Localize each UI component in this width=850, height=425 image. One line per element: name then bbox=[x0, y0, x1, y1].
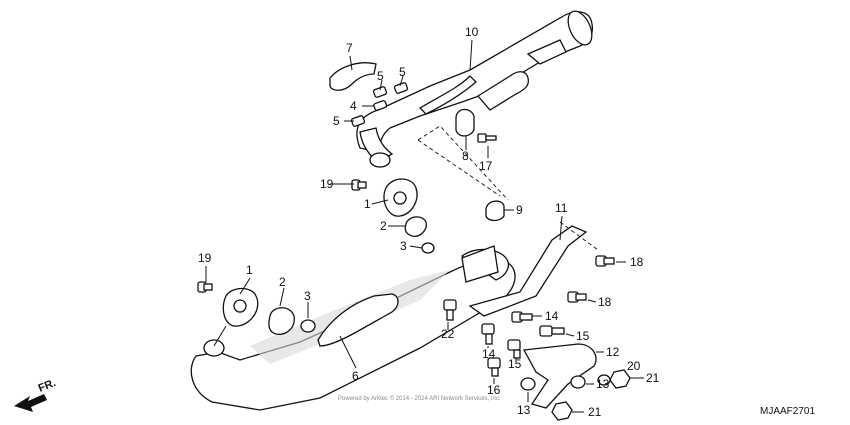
callout-15: 15 bbox=[508, 357, 522, 371]
callout-3: 3 bbox=[304, 289, 311, 303]
collar-13-bottom[interactable] bbox=[520, 377, 536, 391]
callout-1: 1 bbox=[364, 197, 371, 211]
front-label: FR. bbox=[37, 377, 58, 395]
leader-lines bbox=[205, 39, 644, 413]
callout-14: 14 bbox=[482, 347, 496, 361]
bolt-5-right[interactable] bbox=[393, 82, 409, 94]
callout-5: 5 bbox=[399, 65, 406, 79]
callout-21: 21 bbox=[646, 371, 660, 385]
callout-3: 3 bbox=[400, 239, 407, 253]
bolt-part-18-lower[interactable] bbox=[567, 291, 587, 303]
band-clamp-part-8[interactable] bbox=[455, 108, 475, 137]
bracket-hardware bbox=[443, 225, 631, 421]
callout-9: 9 bbox=[516, 203, 523, 217]
heat-shield-part-6[interactable] bbox=[317, 293, 399, 347]
gasket-part-9[interactable] bbox=[485, 200, 505, 222]
watermark-text: Powered by Arktec © 2014 - 2024 ARI Netw… bbox=[338, 395, 501, 402]
joint-flange-upper[interactable] bbox=[383, 178, 418, 217]
upper-heat-shield bbox=[418, 75, 477, 115]
front-arrow-icon bbox=[14, 394, 47, 412]
bracket-part-12[interactable] bbox=[522, 343, 597, 409]
diagram-code: MJAAF2701 bbox=[760, 406, 815, 417]
bolt-part-15-upper[interactable] bbox=[539, 325, 565, 337]
lower-muffler-body[interactable] bbox=[190, 258, 516, 411]
callout-20: 20 bbox=[627, 359, 641, 373]
callout-17: 17 bbox=[479, 159, 493, 173]
callout-19: 19 bbox=[320, 177, 334, 191]
gasket-lower[interactable] bbox=[268, 307, 295, 335]
callout-14: 14 bbox=[545, 309, 559, 323]
callout-12: 12 bbox=[606, 345, 620, 359]
bolt-part-14-upper[interactable] bbox=[511, 311, 533, 323]
callout-16: 16 bbox=[487, 383, 501, 397]
ring-lower[interactable] bbox=[300, 319, 316, 333]
callout-13: 13 bbox=[517, 403, 531, 417]
bolt-part-18-upper[interactable] bbox=[595, 255, 615, 267]
callout-19: 19 bbox=[198, 251, 212, 265]
lower-hanger bbox=[461, 245, 499, 283]
upper-pipe-end bbox=[369, 152, 391, 168]
callout-1: 1 bbox=[246, 263, 253, 277]
joint-flange-lower[interactable] bbox=[222, 287, 259, 327]
callout-8: 8 bbox=[462, 149, 469, 163]
bolt-part-17[interactable] bbox=[477, 133, 497, 143]
nut-21-right[interactable] bbox=[609, 369, 631, 389]
callout-numbers: 7 10 5 5 4 5 8 17 19 1 2 3 9 19 1 2 3 6 … bbox=[198, 25, 660, 419]
callout-7: 7 bbox=[346, 41, 353, 55]
ring-upper[interactable] bbox=[421, 242, 435, 254]
callout-4: 4 bbox=[350, 99, 357, 113]
callout-18: 18 bbox=[630, 255, 644, 269]
stud-bolt-upper[interactable] bbox=[351, 179, 367, 191]
upper-muffler-assembly bbox=[329, 10, 594, 254]
callout-2: 2 bbox=[279, 275, 286, 289]
bolt-5-left[interactable] bbox=[350, 115, 366, 127]
bolt-part-14-lower[interactable] bbox=[481, 323, 495, 345]
callout-2: 2 bbox=[380, 219, 387, 233]
front-direction-indicator: FR. bbox=[14, 377, 58, 412]
bolt-5-top[interactable] bbox=[372, 86, 388, 98]
gasket-upper[interactable] bbox=[404, 216, 427, 237]
upper-pipe-hook bbox=[477, 71, 530, 111]
callout-15: 15 bbox=[576, 329, 590, 343]
stud-bolt-lower[interactable] bbox=[197, 281, 213, 293]
callout-21: 21 bbox=[588, 405, 602, 419]
callout-6: 6 bbox=[352, 369, 359, 383]
heat-guard-part-7[interactable] bbox=[329, 62, 377, 91]
collar-13-right[interactable] bbox=[570, 375, 586, 389]
callout-10: 10 bbox=[465, 25, 479, 39]
callout-5: 5 bbox=[377, 69, 384, 83]
lower-muffler-assembly bbox=[190, 245, 516, 411]
callout-5: 5 bbox=[333, 114, 340, 128]
callout-18: 18 bbox=[598, 295, 612, 309]
callout-22: 22 bbox=[441, 327, 455, 341]
lower-pipe-end bbox=[203, 339, 225, 357]
bolt-part-22[interactable] bbox=[443, 299, 457, 321]
bolt-part-15-lower[interactable] bbox=[507, 339, 521, 359]
callout-13: 13 bbox=[596, 377, 610, 391]
callout-11: 11 bbox=[555, 201, 568, 215]
bolt-part-16[interactable] bbox=[487, 357, 501, 377]
upper-mount-bracket bbox=[526, 39, 567, 65]
collar-4[interactable] bbox=[373, 100, 388, 111]
bracket-part-11[interactable] bbox=[468, 225, 588, 317]
nut-21-bottom[interactable] bbox=[551, 401, 573, 421]
upper-muffler-tail bbox=[567, 10, 593, 46]
